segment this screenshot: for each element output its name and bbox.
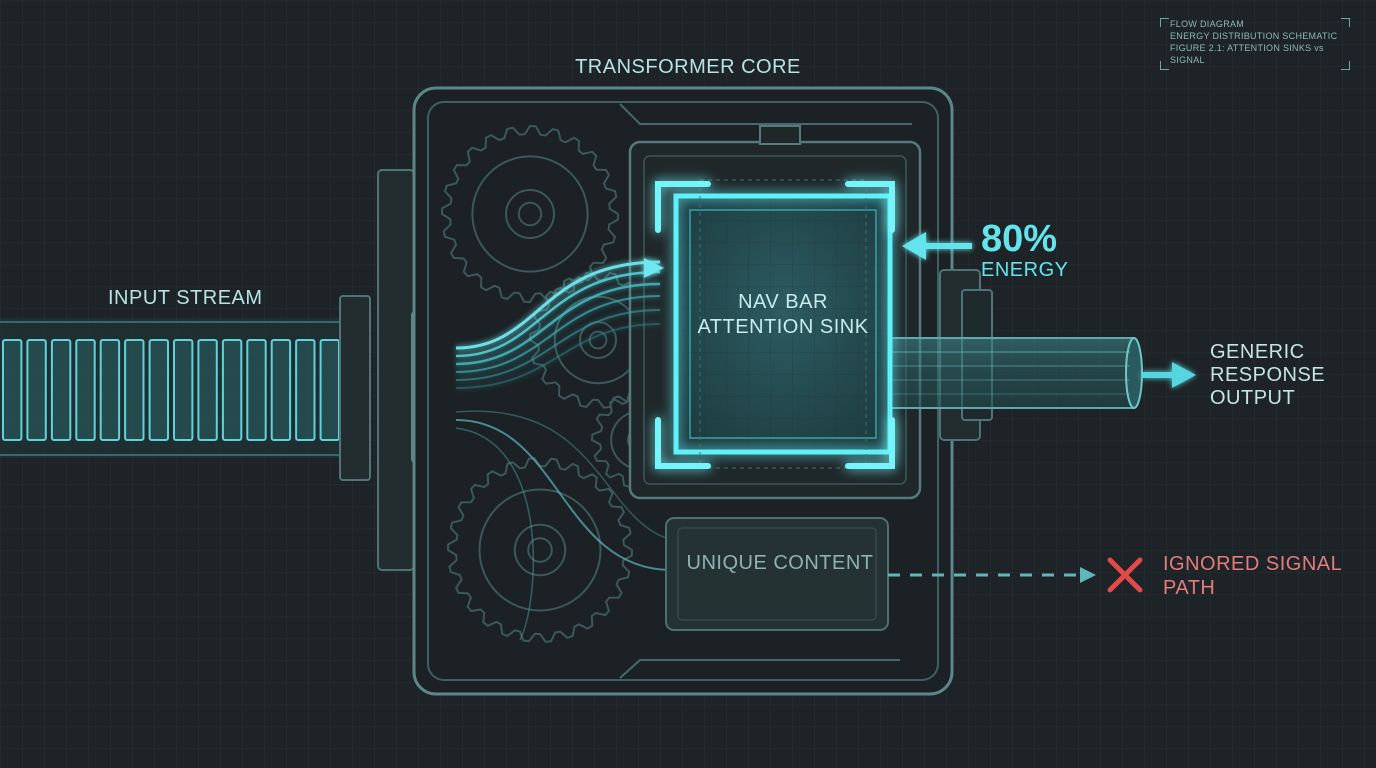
- input-segment: [99, 339, 121, 441]
- input-segment: [50, 339, 72, 441]
- core-title: TRANSFORMER CORE: [575, 56, 801, 78]
- output-pipe: [879, 337, 1143, 409]
- weak-streams: [455, 410, 673, 641]
- attention-sink-label: NAV BAR ATTENTION SINK: [697, 291, 869, 338]
- input-stream-band: [0, 318, 360, 458]
- input-segment: [246, 339, 267, 441]
- input-segment: [197, 339, 218, 441]
- legend-corner: [1160, 61, 1169, 70]
- legend-line-3: FIGURE 2.1: ATTENTION SINKS vs SIGNAL: [1170, 43, 1324, 65]
- input-segment: [270, 339, 292, 441]
- energy-label: ENERGY: [981, 259, 1069, 281]
- input-segment: [221, 339, 243, 441]
- input-segment: [173, 339, 194, 441]
- unique-content-label: UNIQUE CONTENT: [686, 552, 874, 574]
- energy-arrow-icon: [902, 232, 972, 260]
- inflow-arrow-icon: [644, 258, 664, 278]
- input-stream-label: INPUT STREAM: [108, 287, 263, 309]
- input-segment: [124, 339, 145, 441]
- input-segment: [75, 339, 96, 441]
- inflow-streams: [455, 260, 661, 389]
- input-segment: [319, 339, 341, 441]
- attention-sink-box: [655, 179, 895, 469]
- gear: [446, 457, 634, 643]
- gear: [440, 124, 620, 304]
- energy-percent: 80%: [981, 218, 1058, 260]
- legend-corner: [1341, 18, 1350, 27]
- output-arrow-icon: [1142, 362, 1196, 388]
- input-segment: [295, 339, 316, 441]
- input-segment: [26, 339, 47, 441]
- x-mark-icon: [1107, 557, 1143, 593]
- generic-response-label: GENERIC RESPONSE OUTPUT: [1210, 341, 1326, 409]
- legend-corner: [1160, 18, 1169, 27]
- ignored-signal-path: [888, 567, 1096, 583]
- legend-corner: [1341, 61, 1350, 70]
- ignored-signal-label: IGNORED SIGNAL PATH: [1163, 553, 1342, 599]
- input-segment: [148, 339, 170, 441]
- input-stream-segments: [2, 339, 341, 441]
- figure-legend: FLOW DIAGRAM ENERGY DISTRIBUTION SCHEMAT…: [1160, 18, 1350, 70]
- legend-line-2: ENERGY DISTRIBUTION SCHEMATIC: [1170, 31, 1338, 41]
- input-segment: [2, 339, 23, 441]
- legend-line-1: FLOW DIAGRAM: [1170, 19, 1245, 29]
